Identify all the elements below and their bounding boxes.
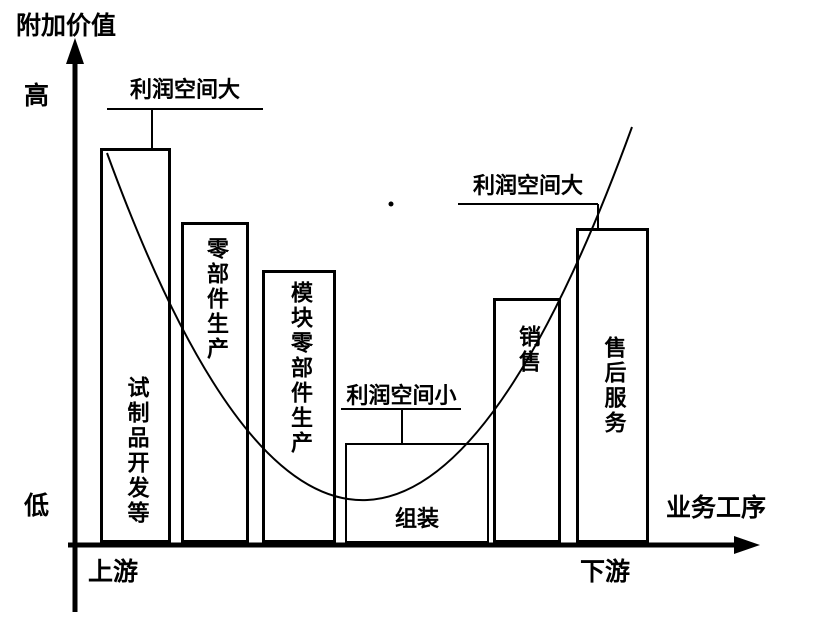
downstream-label: 下游 [580, 557, 631, 586]
y-axis-arrow-icon [66, 38, 84, 64]
y-axis-title: 附加价值 [16, 11, 117, 40]
bar-trial-development: 试制品开发等 [100, 148, 171, 543]
bar-label: 售后服务 [600, 335, 626, 436]
bar-label: 零部件生产 [203, 237, 228, 362]
profit-large-right-annotation: 利润空间大 [472, 174, 583, 199]
bar-module-parts-production: 模块零部件生产 [262, 270, 336, 543]
bar-after-sales-service: 售后服务 [576, 228, 649, 543]
bar-parts-production: 零部件生产 [181, 222, 249, 543]
y-axis-high-label: 高 [24, 81, 50, 110]
bar-label: 试制品开发等 [123, 376, 149, 526]
stray-dot [388, 201, 394, 207]
profit-small-annotation: 利润空间小 [346, 384, 457, 409]
bar-sales: 销售 [493, 298, 561, 543]
y-axis-low-label: 低 [24, 491, 50, 520]
upstream-label: 上游 [88, 557, 139, 586]
bar-label: 模块零部件生产 [287, 281, 312, 456]
x-axis-title: 业务工序 [666, 493, 767, 522]
bar-assembly: 组装 [345, 443, 489, 543]
bar-label: 组装 [394, 507, 439, 532]
bar-label: 销售 [515, 325, 540, 375]
x-axis-arrow-icon [734, 536, 760, 554]
profit-large-left-annotation: 利润空间大 [129, 78, 240, 103]
